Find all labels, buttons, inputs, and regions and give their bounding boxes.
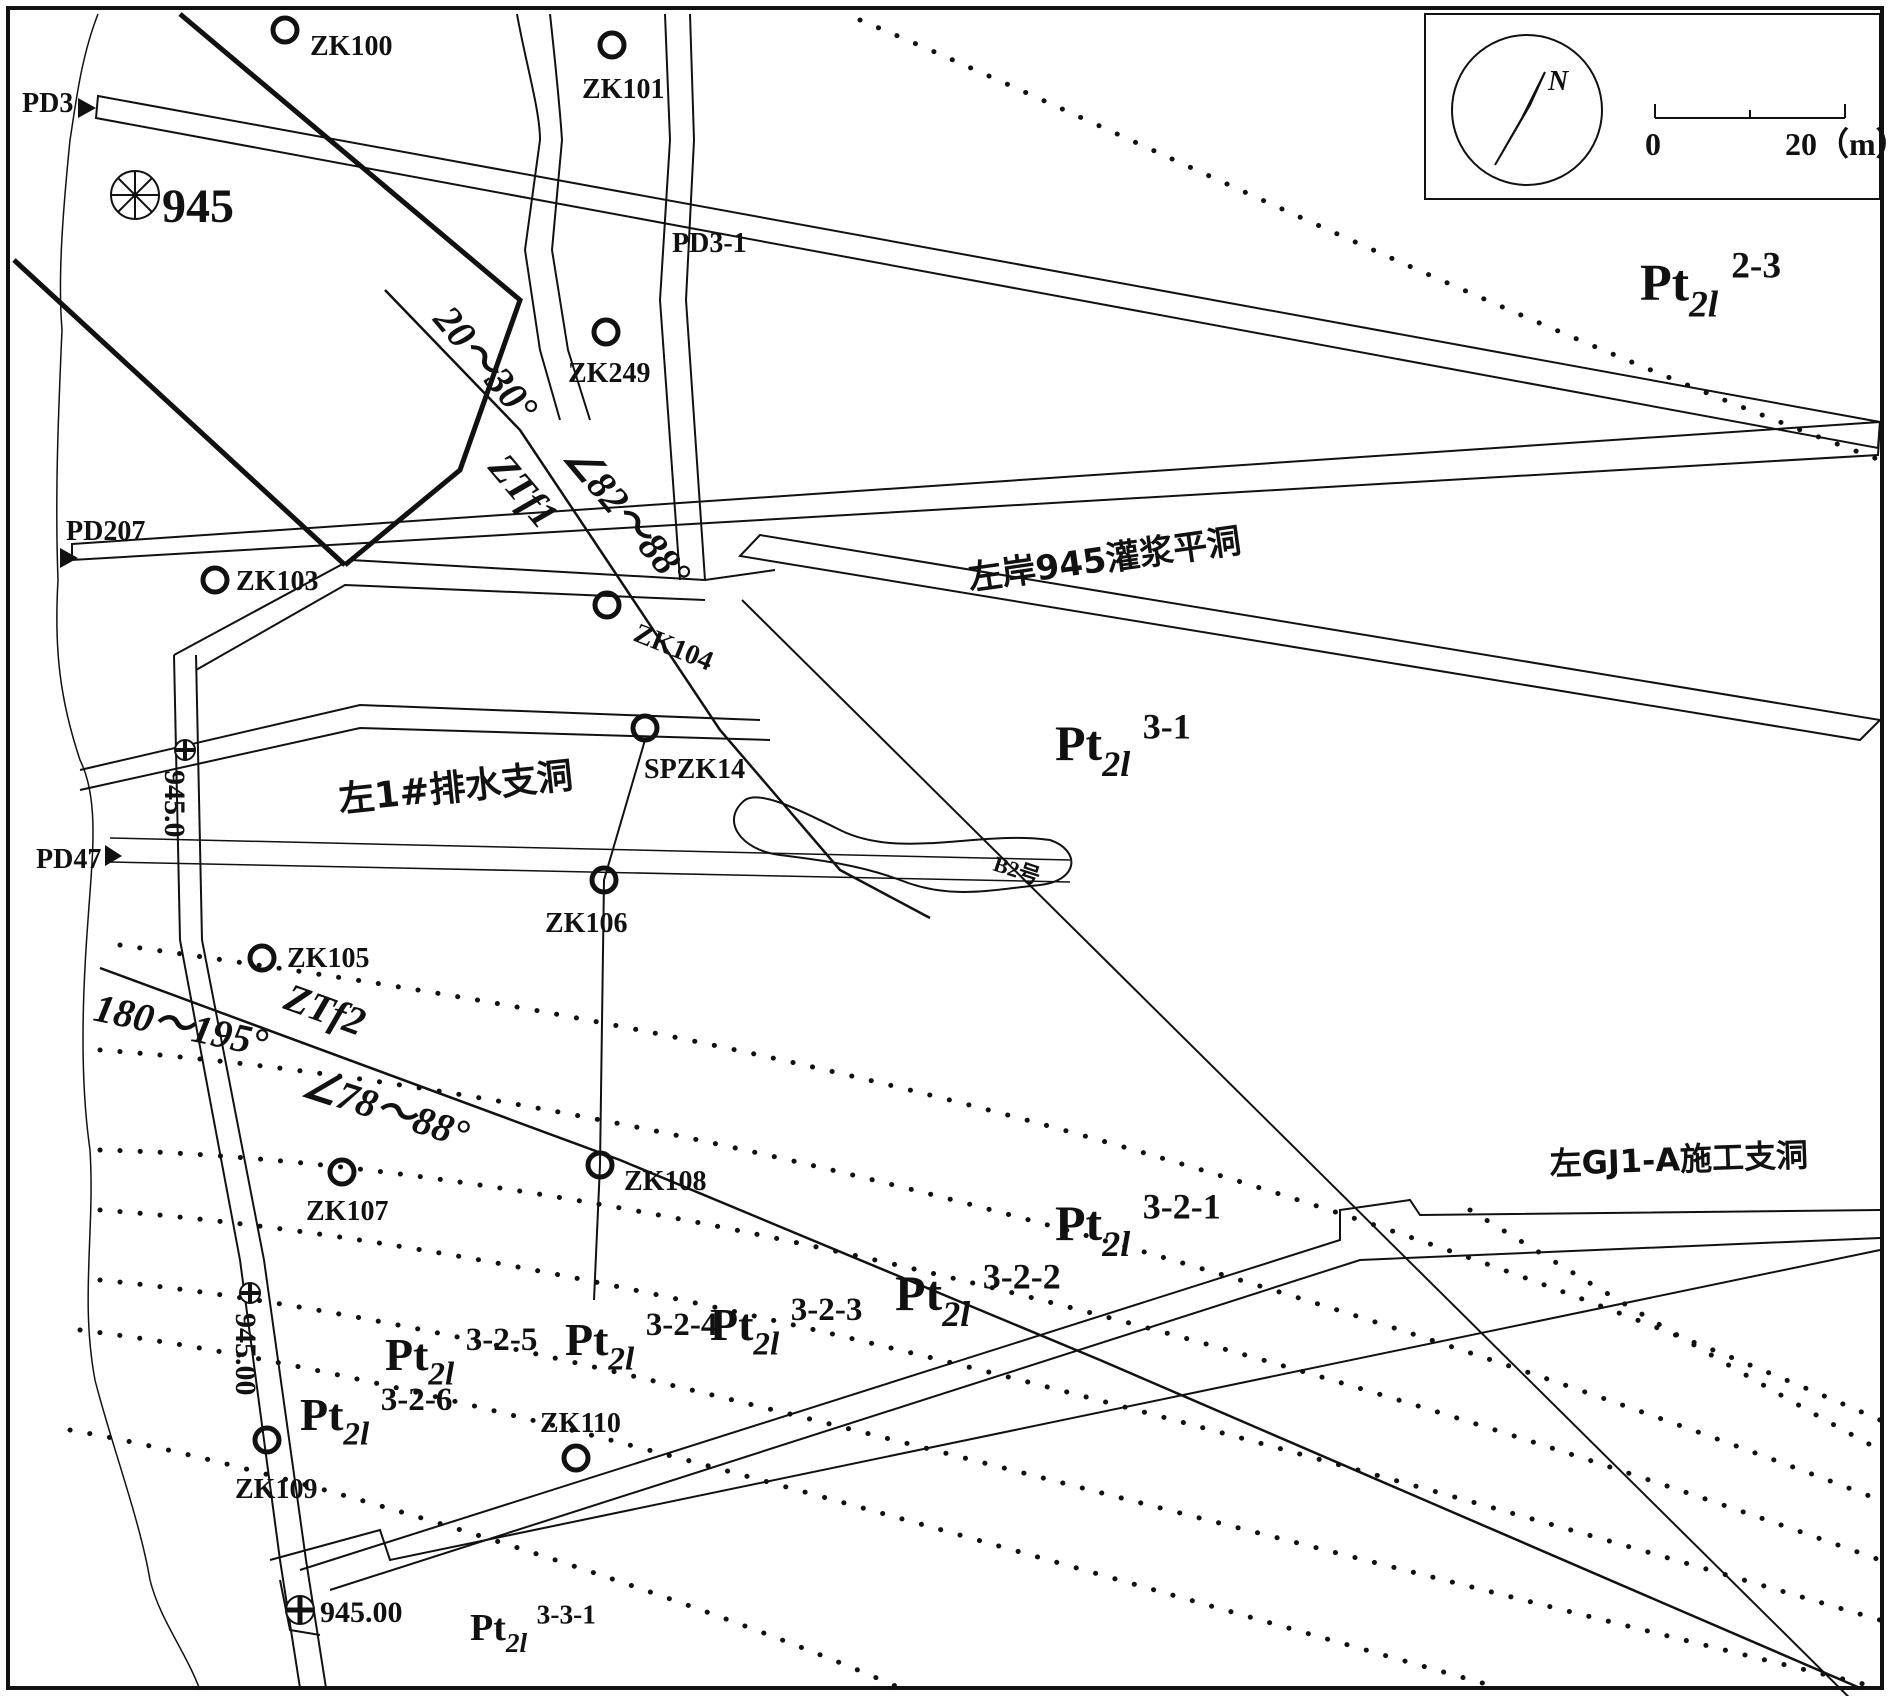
stratum-label-3-2-4: Pt2l3-2-4 [565, 1306, 717, 1378]
borehole-zk101[interactable]: ZK101 [582, 30, 664, 105]
elevation-road-1: 945.0 [158, 770, 191, 838]
karst-cave-outline [733, 796, 1073, 893]
adit-pd3-1[interactable]: PD3-1 [672, 228, 747, 259]
svg-text:ZK108: ZK108 [624, 1166, 706, 1197]
north-label: N [1547, 66, 1570, 97]
svg-text:SPZK14: SPZK14 [644, 754, 745, 785]
borehole-zk107[interactable]: ZK107 [306, 1157, 388, 1227]
elevation-road-2: 945.00 [229, 1313, 262, 1396]
borehole-zk109[interactable]: ZK109 [235, 1425, 317, 1505]
elevation-top-left: 945 [162, 180, 234, 233]
svg-text:ZK103: ZK103 [236, 566, 318, 597]
adit-pd47-marker-icon [105, 845, 122, 866]
borehole-zk110[interactable]: ZK110 [540, 1408, 621, 1473]
svg-text:ZK105: ZK105 [287, 943, 369, 974]
borehole-zk105[interactable]: ZK105 [247, 943, 369, 974]
scale-bar [1654, 104, 1846, 119]
adit-pd207[interactable]: PD207 [66, 516, 145, 547]
scale-end: 20（m） [1785, 126, 1890, 162]
compass-box: N 0 20（m） [1424, 13, 1890, 200]
borehole-zk100[interactable]: ZK100 [270, 15, 392, 62]
stratum-label-3-2-5: Pt2l3-2-5 [385, 1321, 537, 1393]
stratum-label-3-3-1: Pt2l3-3-1 [470, 1600, 596, 1659]
svg-text:ZK110: ZK110 [540, 1408, 621, 1439]
fault-ztf2 [99, 966, 1861, 1690]
adit-pd47[interactable]: PD47 [36, 844, 101, 875]
stratum-label-3-2-3: Pt2l3-2-3 [710, 1291, 862, 1363]
strata-labels: Pt2l2-3Pt2l3-1Pt2l3-2-1Pt2l3-2-2Pt2l3-2-… [300, 246, 1781, 1659]
construction-branch-label: 左GJ1-A施工支洞 [1549, 1136, 1809, 1183]
svg-text:ZK106: ZK106 [545, 908, 627, 939]
borehole-spzk14[interactable]: SPZK14 [630, 713, 745, 785]
adits: PD3 PD3-1 PD207 PD47 [22, 88, 747, 875]
stratum-label-2-3: Pt2l2-3 [1640, 246, 1781, 326]
stratum-label-3-1: Pt2l3-1 [1055, 707, 1191, 785]
left-bank-boundary [56, 13, 201, 1691]
borehole-zk249[interactable]: ZK249 [568, 317, 650, 389]
svg-text:ZK249: ZK249 [568, 358, 650, 389]
svg-text:ZK107: ZK107 [306, 1196, 388, 1227]
borehole-zk103[interactable]: ZK103 [200, 565, 318, 597]
elevation-portal: 945.00 [320, 1596, 403, 1629]
thick-boundary [12, 12, 523, 567]
strata-boundaries [67, 17, 1883, 1691]
scale-start: 0 [1645, 126, 1661, 162]
elevation-marks: 945 945.0 945.00 945.00 [110, 170, 403, 1629]
adit-pd207-marker-icon [60, 548, 78, 568]
stratum-label-3-2-1: Pt2l3-2-1 [1055, 1187, 1221, 1265]
benchmark-cross-icon [286, 1596, 314, 1624]
adit-pd3[interactable]: PD3 [22, 88, 73, 119]
benchmark-cross-icon [175, 740, 195, 760]
benchmark-cross-icon [240, 1283, 260, 1303]
tunnels [71, 94, 1883, 1696]
north-arrow-icon [1494, 71, 1546, 166]
fault-ztf1 [384, 289, 931, 920]
compass-circle [1451, 34, 1603, 186]
svg-text:ZK101: ZK101 [582, 74, 664, 105]
svg-text:ZK100: ZK100 [310, 31, 392, 62]
svg-text:ZK109: ZK109 [235, 1474, 317, 1505]
benchmark-rays-icon [111, 171, 159, 219]
borehole-zk106[interactable]: ZK106 [545, 865, 627, 939]
section-line [593, 739, 646, 1301]
adit-pd3-marker-icon [78, 98, 96, 118]
stratum-label-3-2-2: Pt2l3-2-2 [895, 1257, 1061, 1335]
map-border [6, 6, 1884, 1690]
stratum-label-3-2-6: Pt2l3-2-6 [300, 1381, 452, 1453]
